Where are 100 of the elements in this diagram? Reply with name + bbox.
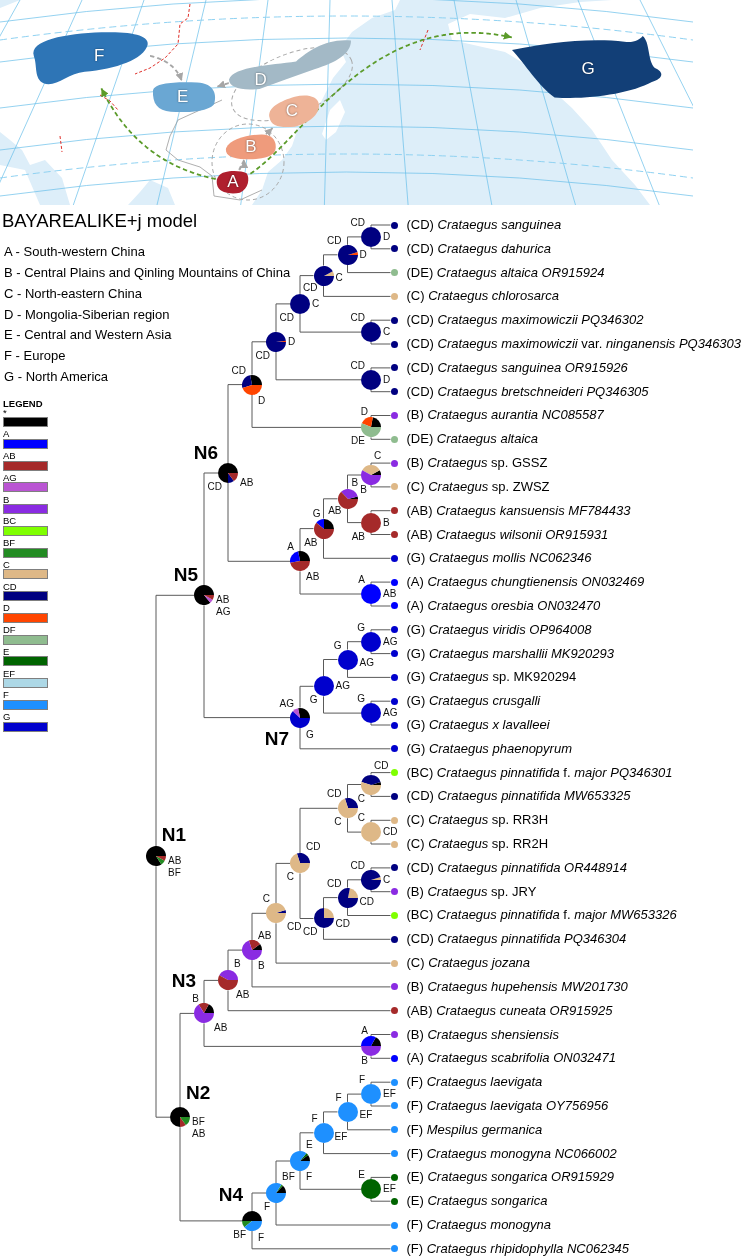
branch-line	[370, 510, 391, 514]
branch-line	[370, 1081, 391, 1085]
state-label: C	[374, 450, 382, 462]
legend-label: AG	[3, 471, 17, 483]
state-label: G	[333, 639, 342, 652]
pie-chart-icon	[337, 244, 358, 265]
taxon-label: (CD) Crataegus sanguinea OR915926	[406, 359, 628, 376]
state-label: F	[358, 1074, 365, 1087]
branch-line	[370, 794, 391, 797]
taxon-label: (A) Crataegus scabrifolia ON032471	[406, 1050, 617, 1067]
pie-chart-icon	[266, 331, 286, 352]
branch-line	[347, 641, 362, 650]
taxon-label: (F) Crataegus laevigata OY756956	[406, 1097, 609, 1114]
state-label: CD	[303, 926, 318, 939]
taxon-label: (F) Crataegus monogyna	[406, 1217, 552, 1233]
state-label: CD	[374, 759, 389, 772]
state-label: D	[383, 373, 391, 386]
state-label: AG	[383, 707, 398, 720]
node-label: N7	[264, 727, 290, 750]
state-label: C	[335, 271, 343, 284]
legend-label: CD	[3, 580, 17, 592]
taxon-label: (B) Crataegus hupehensis MW201730	[406, 978, 628, 995]
taxon-label: (C) Crataegus sp. ZWSZ	[406, 478, 550, 495]
branch-line	[155, 594, 195, 847]
pie-chart-icon	[361, 869, 381, 890]
state-label: AB	[383, 588, 397, 601]
taxon-label: (A) Crataegus oresbia ON032470	[406, 597, 601, 614]
branch-line	[370, 367, 391, 371]
branch-line	[203, 1022, 362, 1047]
state-label: AB	[328, 504, 342, 517]
dashed-arrow	[100, 87, 217, 180]
branch-line	[370, 462, 391, 466]
branch-line	[299, 570, 362, 595]
taxon-label: (B) Crataegus sp. GSSZ	[406, 455, 548, 472]
pie-chart-icon	[170, 1107, 190, 1128]
state-label: CD	[327, 877, 342, 890]
pie-chart-icon	[313, 1122, 334, 1143]
key-text: C - North-eastern China	[4, 286, 142, 302]
taxon-label: (B) Crataegus aurantia NC085587	[406, 407, 604, 424]
state-label: B	[258, 960, 265, 973]
pie-chart-icon	[290, 551, 310, 572]
pie-chart-icon	[266, 1183, 286, 1203]
state-label: B	[234, 958, 241, 971]
state-label: D	[258, 394, 266, 407]
branch-line	[347, 508, 362, 524]
pie-chart-icon	[313, 518, 334, 539]
taxon-label: (BC) Crataegus pinnatifida f. major PQ346301	[406, 764, 673, 781]
node-label: N1	[161, 824, 187, 847]
state-label: AB	[306, 571, 320, 584]
state-label: G	[357, 693, 365, 706]
branch-line	[370, 722, 391, 726]
branch-line	[370, 819, 391, 823]
pie-chart-icon	[361, 1084, 381, 1105]
branch-line	[370, 867, 391, 871]
branch-line	[370, 436, 391, 440]
state-label: D	[383, 230, 391, 243]
node-label: N6	[193, 441, 219, 464]
state-label: AG	[216, 606, 231, 619]
branch-line	[370, 700, 391, 704]
key-text: A - South-western China	[4, 244, 145, 260]
branch-line	[323, 254, 338, 267]
branch-line	[299, 275, 314, 295]
branch-line	[323, 285, 391, 297]
branch-line	[370, 319, 391, 323]
state-label: C	[357, 792, 365, 805]
state-label: D	[360, 406, 368, 419]
branch-line	[370, 246, 391, 250]
state-label: F	[311, 1112, 318, 1125]
branch-line	[323, 695, 362, 714]
state-label: AB	[214, 1022, 228, 1035]
taxon-label: (C) Crataegus jozana	[406, 955, 531, 972]
branch-line	[370, 889, 391, 893]
pie-chart-icon	[361, 417, 381, 438]
state-label: AB	[216, 594, 230, 607]
pie-chart-icon	[361, 369, 381, 390]
taxon-label: (A) Crataegus chungtienensis ON032469	[406, 574, 645, 591]
branch-line	[275, 862, 291, 904]
state-label: CD	[303, 281, 318, 294]
legend-label: A	[3, 428, 10, 440]
pie-chart-icon	[361, 1179, 381, 1200]
branch-line	[275, 303, 291, 333]
pie-chart-icon	[361, 465, 381, 485]
taxon-label: (G) Crataegus sp. MK920294	[406, 669, 577, 686]
legend-label: G	[3, 711, 11, 722]
branch-line	[347, 669, 391, 678]
taxon-label: (CD) Crataegus sanguinea	[406, 217, 562, 233]
pie-chart-icon	[146, 846, 166, 867]
diagram-title: BAYAREALIKE+j model	[2, 210, 198, 232]
branch-line	[227, 482, 291, 562]
map-region: B	[225, 134, 277, 160]
state-label: CD	[359, 895, 374, 908]
pie-chart-icon	[194, 585, 214, 606]
pie-chart-icon	[361, 822, 381, 843]
map-region: G	[512, 36, 664, 100]
taxon-label: (B) Crataegus sp. JRY	[406, 883, 537, 900]
taxon-label: (G) Crataegus x lavalleei	[406, 717, 550, 733]
legend-label: AB	[3, 450, 16, 461]
legend-label: B	[3, 493, 10, 505]
state-label: A	[361, 1025, 368, 1038]
pie-chart-icon	[290, 293, 310, 314]
